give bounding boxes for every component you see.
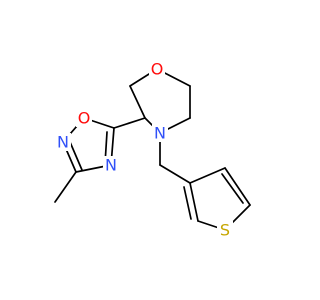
molecule-structure: O N O N N S	[54, 60, 251, 240]
bond-c3-c2	[129, 85, 146, 119]
bond-th-c3-c2-double	[183, 186, 192, 220]
bond-ch2-thiophene	[159, 164, 191, 184]
bond-th-c3-c2	[189, 182, 199, 222]
atom-layer: O N O N N S	[55, 60, 233, 240]
bond-c3-n2-double	[69, 141, 83, 171]
bond-c5-morpholine-c3	[113, 117, 146, 129]
oxadiazole-oxygen-label: O	[78, 109, 91, 128]
thiophene-sulfur-label: S	[220, 221, 230, 240]
bond-th-c5-c4-double	[221, 173, 244, 204]
bond-th-c5-c4	[224, 167, 251, 206]
oxadiazole-nitrogen-4-label: N	[105, 156, 117, 175]
bond-th-c4-c3	[189, 167, 226, 184]
morpholine-oxygen-label: O	[151, 60, 164, 79]
oxadiazole-nitrogen-2-label: N	[57, 133, 69, 152]
bond-layer	[54, 68, 251, 231]
morpholine-nitrogen-label: N	[154, 124, 166, 143]
bond-methyl-c3	[54, 171, 77, 203]
